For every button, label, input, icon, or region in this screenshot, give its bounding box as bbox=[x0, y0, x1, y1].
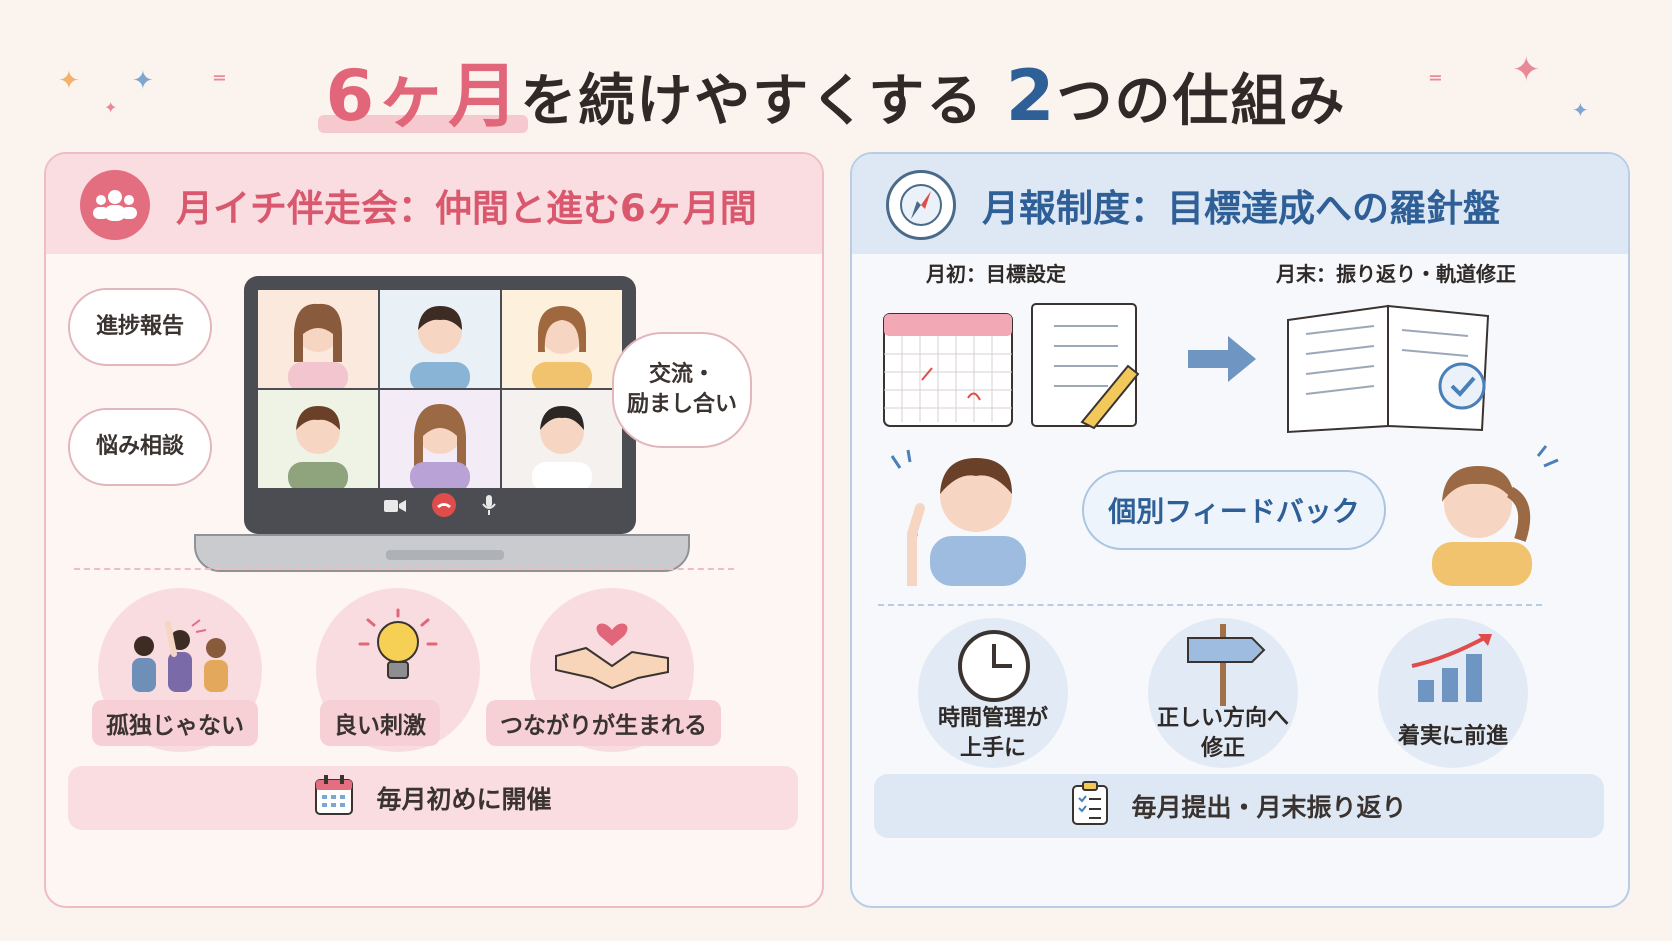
feedback-bubble: 個別フィードバック bbox=[1082, 470, 1386, 550]
meeting-schedule-banner: 毎月初めに開催 bbox=[68, 766, 798, 830]
divider bbox=[74, 568, 734, 570]
emphasis-lines-icon: ⁼ bbox=[1428, 66, 1443, 99]
page-title: 6ヶ月を続けやすくする 2つの仕組み bbox=[0, 40, 1672, 141]
sparkle-icon: ✦ bbox=[1572, 98, 1589, 122]
participant-tile bbox=[502, 290, 622, 388]
growth-chart-icon bbox=[1411, 634, 1492, 702]
panel-header: 月イチ伴走会：仲間と進む6ヶ月間 bbox=[46, 154, 822, 254]
monthly-meetup-panel: 月イチ伴走会：仲間と進む6ヶ月間 bbox=[44, 152, 824, 908]
group-icon bbox=[80, 170, 150, 240]
mentor-illustration bbox=[890, 449, 1026, 586]
signpost-icon bbox=[1187, 624, 1266, 706]
clock-icon bbox=[958, 630, 1030, 702]
open-notebook-illustration bbox=[1287, 304, 1490, 434]
calendar-icon bbox=[314, 774, 354, 822]
benefit-good-stimulus: 良い刺激 bbox=[316, 588, 486, 752]
people-cheering-icon bbox=[132, 619, 228, 692]
arrow-right-icon bbox=[1188, 336, 1256, 382]
monthly-report-panel: 月報制度：目標達成への羅針盤 月初：目標設定 月末：振り返り・軌道修正 個別フィ… bbox=[850, 152, 1630, 908]
hangup-icon[interactable] bbox=[432, 493, 456, 521]
benefit-label: 良い刺激 bbox=[320, 700, 440, 746]
panel-header: 月報制度：目標達成への羅針盤 bbox=[852, 154, 1628, 254]
benefit-label: 時間管理が 上手に bbox=[937, 706, 1048, 761]
benefit-label: 正しい方向へ 修正 bbox=[1156, 706, 1289, 761]
benefit-steady-progress: 着実に前進 bbox=[1358, 618, 1548, 768]
sparkle-icon: ✦ bbox=[58, 66, 80, 96]
title-middle: を続けやすくする bbox=[520, 69, 985, 134]
participant-tile bbox=[502, 390, 622, 488]
camera-icon[interactable] bbox=[384, 498, 406, 517]
step-start-label: 月初：目標設定 bbox=[926, 262, 1066, 286]
footer-text: 毎月初めに開催 bbox=[376, 785, 552, 814]
step-end-label: 月末：振り返り・軌道修正 bbox=[1276, 262, 1516, 286]
benefit-not-alone: 孤独じゃない bbox=[92, 588, 268, 752]
report-schedule-banner: 毎月提出・月末振り返り bbox=[874, 774, 1604, 838]
calendar-notebook-illustration bbox=[883, 303, 1140, 430]
compass-icon bbox=[886, 170, 956, 240]
video-call-laptop bbox=[244, 276, 636, 534]
speech-bubble-progress: 進捗報告 bbox=[68, 288, 212, 366]
speech-bubble-worries: 悩み相談 bbox=[68, 408, 212, 486]
participant-tile bbox=[258, 290, 378, 388]
panel-title: 月イチ伴走会：仲間と進む6ヶ月間 bbox=[176, 187, 757, 230]
benefit-label: つながりが生まれる bbox=[486, 700, 721, 746]
clipboard-icon bbox=[1071, 780, 1109, 832]
benefit-connections: つながりが生まれる bbox=[486, 588, 721, 752]
speech-bubble-exchange: 交流・ 励まし合い bbox=[612, 332, 752, 448]
title-duration: 6ヶ月 bbox=[325, 55, 521, 137]
footer-text: 毎月提出・月末振り返り bbox=[1131, 793, 1407, 822]
participant-tile bbox=[380, 390, 500, 488]
benefit-label: 孤独じゃない bbox=[92, 700, 258, 746]
title-number: 2 bbox=[1005, 55, 1057, 137]
participant-tile bbox=[258, 390, 378, 488]
checkmark-icon bbox=[1450, 376, 1476, 397]
panel-title: 月報制度：目標達成への羅針盤 bbox=[982, 187, 1500, 230]
member-illustration bbox=[1432, 445, 1559, 586]
divider bbox=[878, 604, 1542, 606]
sparkle-icon: ✦ bbox=[132, 66, 154, 96]
mic-icon[interactable] bbox=[482, 495, 496, 519]
laptop-base bbox=[194, 534, 690, 572]
lightbulb-icon bbox=[358, 608, 438, 679]
handshake-icon bbox=[555, 623, 669, 690]
benefit-label: 着実に前進 bbox=[1397, 724, 1508, 749]
sparkle-icon: ✦ bbox=[104, 98, 118, 117]
benefit-time-management: 時間管理が 上手に bbox=[898, 618, 1088, 768]
sparkle-icon: ✦ bbox=[1512, 50, 1541, 90]
participant-tile bbox=[380, 290, 500, 388]
benefit-course-correction: 正しい方向へ 修正 bbox=[1128, 618, 1318, 768]
emphasis-lines-icon: ⁼ bbox=[212, 66, 227, 99]
title-end: つの仕組み bbox=[1056, 69, 1347, 134]
